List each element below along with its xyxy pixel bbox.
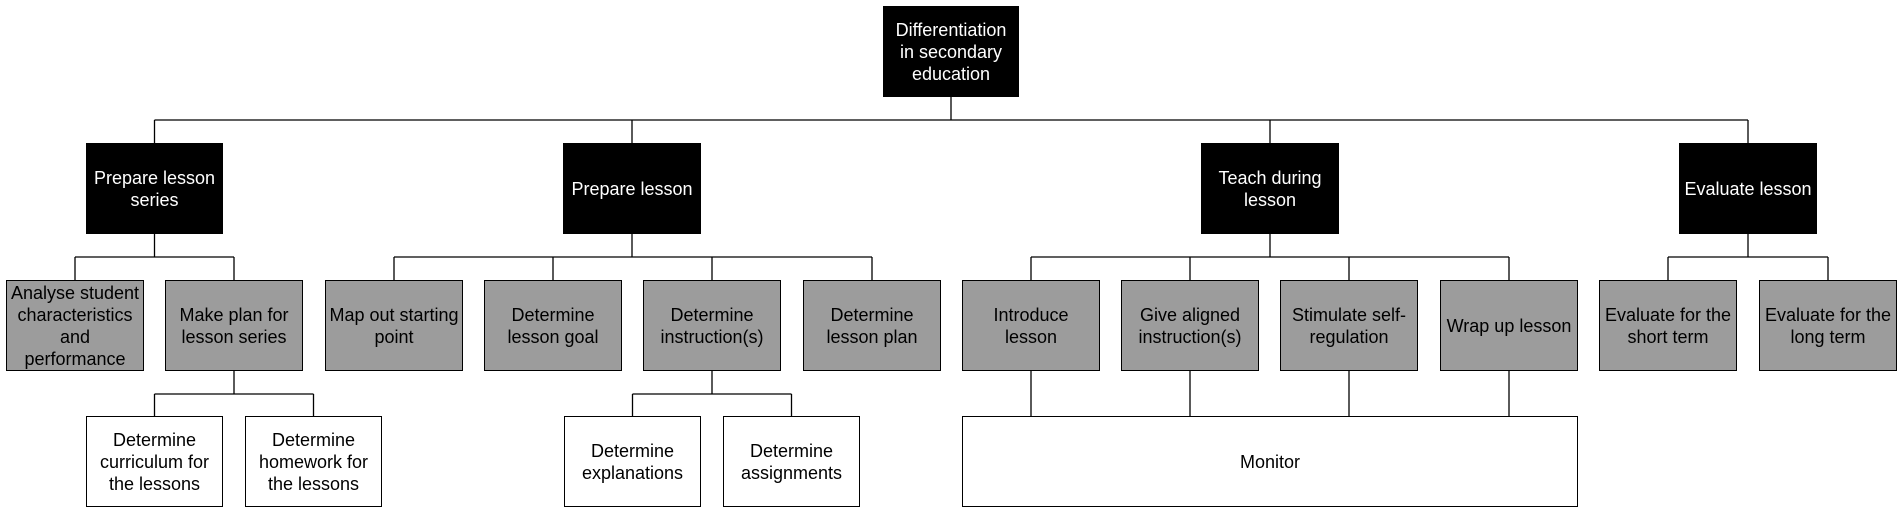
node-evaluate-short-term: Evaluate for the short term xyxy=(1599,280,1737,371)
node-determine-lesson-plan: Determine lesson plan xyxy=(803,280,941,371)
node-determine-curriculum: Determine curriculum for the lessons xyxy=(86,416,223,507)
node-make-plan: Make plan for lesson series xyxy=(165,280,303,371)
node-root: Differentiation in secondary education xyxy=(883,6,1019,97)
node-give-aligned-instructions: Give aligned instruction(s) xyxy=(1121,280,1259,371)
node-teach-during-lesson: Teach during lesson xyxy=(1201,143,1339,234)
node-prepare-lesson-series: Prepare lesson series xyxy=(86,143,223,234)
node-monitor: Monitor xyxy=(962,416,1578,507)
node-wrap-up-lesson: Wrap up lesson xyxy=(1440,280,1578,371)
node-prepare-lesson: Prepare lesson xyxy=(563,143,701,234)
node-map-out-starting-point: Map out starting point xyxy=(325,280,463,371)
node-determine-explanations: Determine explanations xyxy=(564,416,701,507)
node-determine-homework: Determine homework for the lessons xyxy=(245,416,382,507)
node-evaluate-lesson: Evaluate lesson xyxy=(1679,143,1817,234)
node-determine-assignments: Determine assignments xyxy=(723,416,860,507)
node-determine-lesson-goal: Determine lesson goal xyxy=(484,280,622,371)
node-determine-instructions: Determine instruction(s) xyxy=(643,280,781,371)
node-evaluate-long-term: Evaluate for the long term xyxy=(1759,280,1897,371)
node-introduce-lesson: Introduce lesson xyxy=(962,280,1100,371)
node-analyse-student: Analyse student characteristics and perf… xyxy=(6,280,144,371)
node-stimulate-self-regulation: Stimulate self-regulation xyxy=(1280,280,1418,371)
